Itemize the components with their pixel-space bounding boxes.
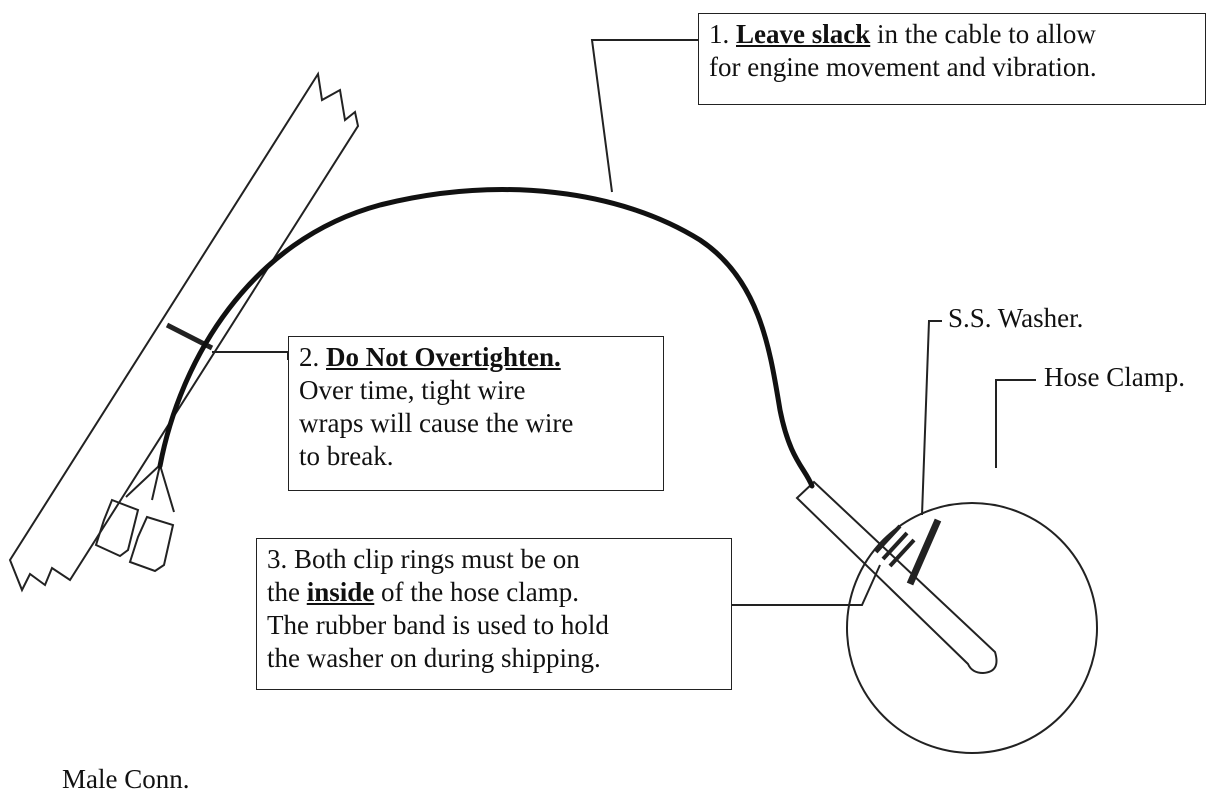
callout-2-line-3: wraps will cause the wire bbox=[299, 408, 574, 438]
callout-2-line-2: Over time, tight wire bbox=[299, 375, 526, 405]
connector-wires bbox=[125, 464, 175, 513]
callout-3-emphasis: inside bbox=[306, 577, 375, 607]
callout-leave-slack: 1. Leave slack in the cable to allow for… bbox=[698, 13, 1206, 105]
sensor-probe bbox=[795, 480, 998, 675]
clip-ring-2 bbox=[881, 531, 909, 561]
male-connector-1 bbox=[94, 498, 140, 558]
callout-3-line-1: 3. Both clip rings must be on bbox=[267, 544, 580, 574]
label-ss-washer: S.S. Washer. bbox=[948, 303, 1084, 333]
callout-3-prefix: the bbox=[267, 577, 307, 607]
callout-clip-rings: 3. Both clip rings must be on the inside… bbox=[256, 538, 732, 690]
label-hose-clamp: Hose Clamp. bbox=[1044, 362, 1185, 392]
callout-2-line-1: 2. Do Not Overtighten. bbox=[299, 341, 653, 374]
label-male-conn: Male Conn. bbox=[62, 764, 190, 794]
callout-1-line-2: for engine movement and vibration. bbox=[709, 52, 1097, 82]
callout-do-not-overtighten: 2. Do Not Overtighten. Over time, tight … bbox=[288, 336, 664, 491]
clip-ring-3 bbox=[888, 538, 916, 568]
hose-circle bbox=[846, 502, 1098, 754]
callout-2-line-4: to break. bbox=[299, 441, 394, 471]
callout-3-rest: of the hose clamp. bbox=[374, 577, 579, 607]
leader-2 bbox=[212, 351, 289, 360]
male-connector-2 bbox=[128, 515, 175, 573]
clip-ring-1 bbox=[874, 524, 902, 554]
leader-washer bbox=[921, 320, 942, 516]
callout-2-emphasis: Do Not Overtighten. bbox=[326, 342, 561, 372]
callout-1-prefix: 1. bbox=[709, 19, 736, 49]
callout-3-line-2: the inside of the hose clamp. bbox=[267, 576, 721, 609]
leader-3 bbox=[732, 564, 881, 606]
callout-3-line-4: the washer on during shipping. bbox=[267, 643, 601, 673]
callout-1-line-1: 1. Leave slack in the cable to allow bbox=[709, 18, 1195, 51]
leader-hose-clamp bbox=[995, 379, 1036, 468]
sensor-cable bbox=[157, 187, 815, 489]
ss-washer bbox=[906, 518, 942, 586]
callout-2-prefix: 2. bbox=[299, 342, 326, 372]
leader-1 bbox=[590, 39, 698, 193]
post-outline bbox=[8, 71, 360, 593]
callout-1-rest: in the cable to allow bbox=[870, 19, 1096, 49]
callout-3-line-3: The rubber band is used to hold bbox=[267, 610, 609, 640]
callout-1-emphasis: Leave slack bbox=[736, 19, 871, 49]
